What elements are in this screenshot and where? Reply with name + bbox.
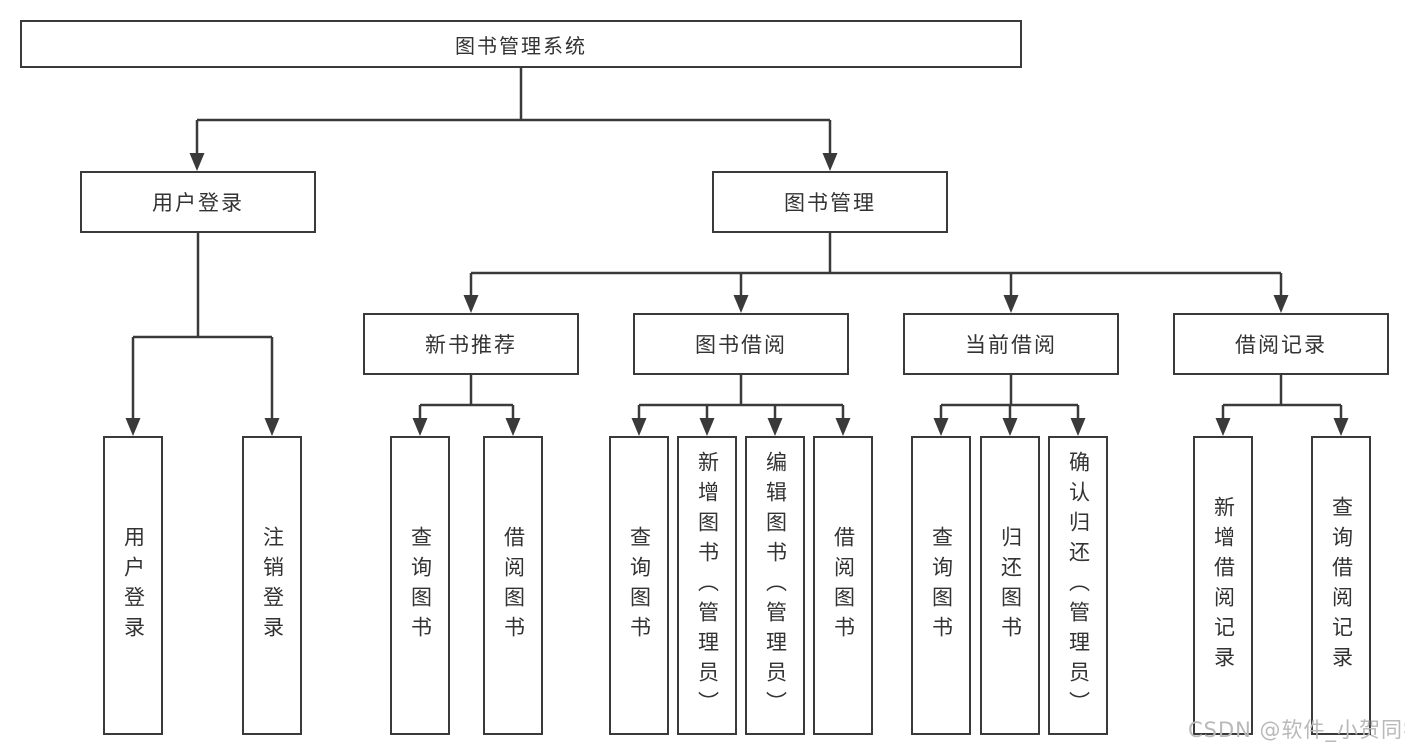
node-label: 图书管理	[784, 191, 876, 215]
connector-book-management-to-level3	[463, 233, 1289, 313]
leaf-confirm-return-admin: 确认归还（管理员）	[1048, 436, 1108, 735]
leaf-add-books-admin: 新增图书（管理员）	[677, 436, 737, 735]
leaf-logout: 注销登录	[242, 436, 302, 735]
leaf-query-books-recommend: 查询图书	[390, 436, 450, 735]
connector-root-to-level2	[189, 68, 838, 171]
node-label: 用户登录	[121, 525, 146, 646]
node-label: 编辑图书（管理员）	[763, 450, 788, 721]
connector-borrowing-records-to-leaves	[1215, 375, 1349, 436]
csdn-watermark: CSDN @软件_小贺同学	[1188, 718, 1405, 742]
node-label: 查询图书	[929, 525, 954, 646]
node-label: 当前借阅	[965, 333, 1057, 357]
node-borrowing-records: 借阅记录	[1173, 313, 1389, 375]
node-label: 借阅记录	[1235, 333, 1327, 357]
leaf-borrow-books-recommend: 借阅图书	[483, 436, 543, 735]
leaf-borrow-books-borrowing: 借阅图书	[813, 436, 873, 735]
node-label: 查询图书	[408, 525, 433, 646]
leaf-edit-books-admin: 编辑图书（管理员）	[745, 436, 805, 735]
leaf-query-borrow-record: 查询借阅记录	[1311, 436, 1371, 735]
leaf-query-books-borrowing: 查询图书	[609, 436, 669, 735]
node-label: 图书借阅	[695, 333, 787, 357]
node-new-book-recommend: 新书推荐	[363, 313, 579, 375]
node-label: 图书管理系统	[455, 33, 587, 58]
node-user-login: 用户登录	[80, 171, 316, 233]
node-label: 查询借阅记录	[1329, 495, 1354, 676]
leaf-query-books-current: 查询图书	[911, 436, 971, 735]
node-current-borrowing: 当前借阅	[903, 313, 1119, 375]
node-root-library-management-system: 图书管理系统	[20, 20, 1022, 68]
node-label: 确认归还（管理员）	[1066, 450, 1091, 721]
node-label: 新增借阅记录	[1211, 495, 1236, 676]
connector-book-borrowing-to-leaves	[631, 375, 851, 436]
leaf-user-login: 用户登录	[103, 436, 163, 735]
connector-current-borrowing-to-leaves	[933, 375, 1086, 436]
node-label: 新书推荐	[425, 333, 517, 357]
leaf-return-books: 归还图书	[980, 436, 1040, 735]
node-label: 查询图书	[627, 525, 652, 646]
node-label: 注销登录	[260, 525, 285, 646]
leaf-add-borrow-record: 新增借阅记录	[1193, 436, 1253, 735]
node-label: 归还图书	[998, 525, 1023, 646]
node-label: 借阅图书	[831, 525, 856, 646]
connector-new-book-recommend-to-leaves	[412, 375, 521, 436]
connector-user-login-to-leaves	[125, 233, 280, 436]
node-label: 用户登录	[152, 191, 244, 215]
node-book-borrowing: 图书借阅	[633, 313, 849, 375]
node-label: 新增图书（管理员）	[695, 450, 720, 721]
node-label: 借阅图书	[501, 525, 526, 646]
node-book-management: 图书管理	[712, 171, 948, 233]
